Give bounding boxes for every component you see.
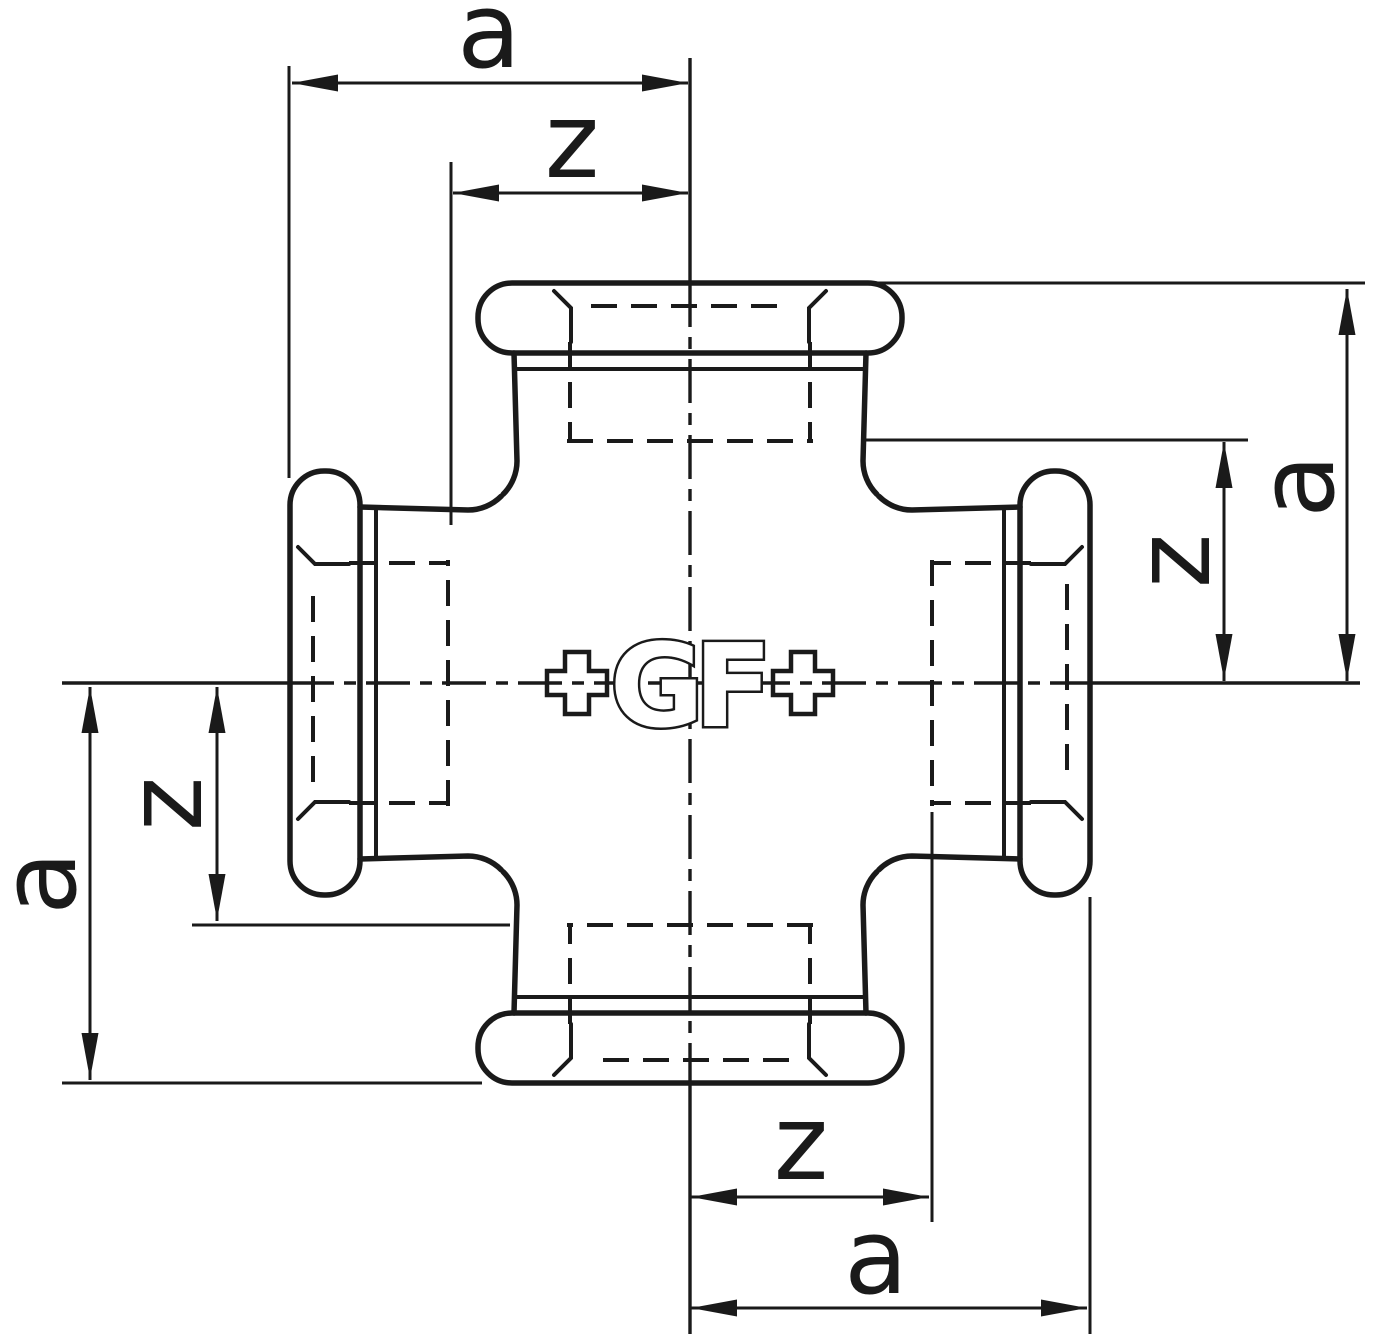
arrowhead (642, 74, 688, 92)
arrowhead (292, 74, 338, 92)
arrowhead (1041, 1299, 1087, 1317)
arrowhead (1338, 289, 1356, 335)
dim-label-left-a: a (0, 851, 100, 915)
dim-label-right-z: z (1112, 534, 1234, 589)
arrowhead (642, 184, 688, 202)
logo-letter-g: G (610, 620, 704, 754)
extension-lines (62, 66, 1365, 1334)
logo-letter-f: F (694, 620, 773, 754)
arrowhead (1215, 634, 1233, 680)
dim-label-bottom-a: a (844, 1196, 908, 1318)
arrowhead (1215, 442, 1233, 488)
arrowhead (208, 687, 226, 733)
gf-logo: G F (547, 618, 833, 757)
dim-label-right-a: a (1236, 454, 1358, 518)
dimensions: a z a z a z z a (0, 0, 1358, 1318)
arrowhead (208, 874, 226, 920)
dim-label-top-z: z (545, 80, 600, 202)
dim-label-top-a: a (457, 0, 521, 92)
arrowhead (691, 1299, 737, 1317)
centerlines (62, 58, 1360, 1334)
arrowhead (81, 1033, 99, 1079)
arrowhead (453, 184, 499, 202)
arrowhead (81, 687, 99, 733)
arrowhead (1338, 634, 1356, 680)
arrowhead (691, 1188, 737, 1206)
dim-label-bottom-z: z (774, 1082, 829, 1204)
dim-label-left-z: z (104, 777, 226, 832)
